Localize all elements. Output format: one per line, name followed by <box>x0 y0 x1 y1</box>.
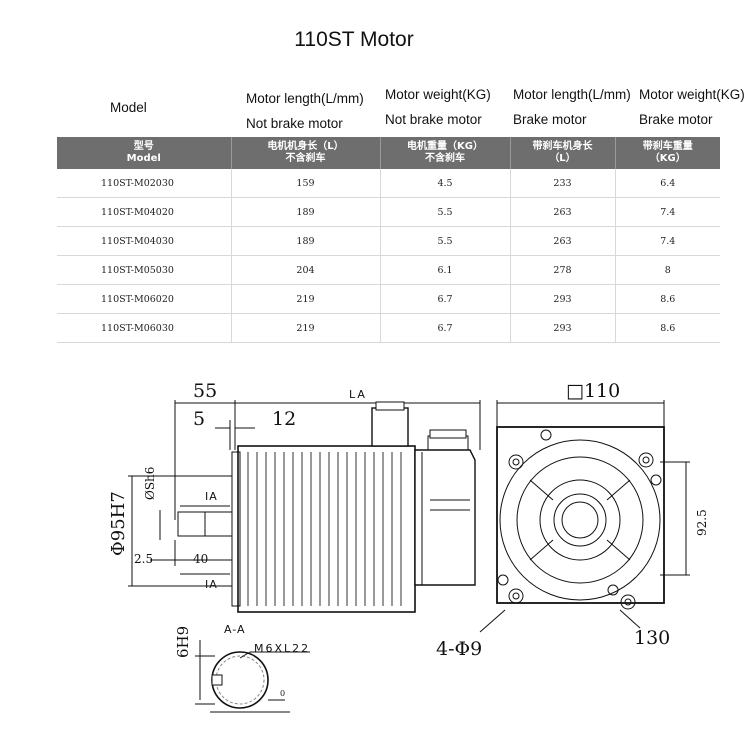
cell-model: 110ST-M04030 <box>57 226 232 256</box>
cell-model: 110ST-M04020 <box>57 197 232 227</box>
dim-6h9: 6H9 <box>174 626 192 658</box>
dim-ia-top: IA <box>205 490 218 503</box>
cell-model: 110ST-M06020 <box>57 284 232 314</box>
cell-length: 204 <box>231 255 381 285</box>
table-header-cell: 带刹车机身长（L） <box>510 137 616 169</box>
cell-brake-length: 293 <box>510 313 616 343</box>
header-model: Model <box>110 100 147 115</box>
table-header-cell: 电机机身长（L）不含刹车 <box>231 137 381 169</box>
header-col2-line1: Motor weight(KG) <box>385 87 491 102</box>
cell-weight: 4.5 <box>380 169 511 198</box>
cell-length: 219 <box>231 284 381 314</box>
dim-2-5: 2.5 <box>134 552 153 566</box>
dim-la: LA <box>349 388 367 401</box>
header-col4-line1: Motor weight(KG) <box>639 87 745 102</box>
dim-55: 55 <box>193 380 217 402</box>
cell-weight: 6.1 <box>380 255 511 285</box>
table-row: 110ST-M04030 189 5.5 263 7.4 <box>57 226 720 256</box>
dim-ia-bottom: IA <box>205 578 218 591</box>
header-col2-line2: Not brake motor <box>385 112 482 127</box>
table-row: 110ST-M05030 204 6.1 278 8 <box>57 255 720 285</box>
cell-weight: 6.7 <box>380 284 511 314</box>
cell-weight: 6.7 <box>380 313 511 343</box>
cell-weight: 5.5 <box>380 197 511 227</box>
cell-brake-length: 293 <box>510 284 616 314</box>
cell-weight: 5.5 <box>380 226 511 256</box>
motor-drawing: 55 5 12 LA □110 Φ95H7 ØSh6 IA IA 2.5 40 … <box>108 380 709 713</box>
cell-model: 110ST-M05030 <box>57 255 232 285</box>
cell-brake-length: 263 <box>510 197 616 227</box>
cell-brake-weight: 7.4 <box>615 197 720 227</box>
thread-label: M6XL22 <box>254 642 310 655</box>
header-col1-line1: Motor length(L/mm) <box>246 91 364 106</box>
dim-shaft: ØSh6 <box>143 467 157 500</box>
cell-brake-length: 278 <box>510 255 616 285</box>
dim-square-110: □110 <box>566 380 620 402</box>
cell-brake-weight: 7.4 <box>615 226 720 256</box>
cell-length: 219 <box>231 313 381 343</box>
dim-12: 12 <box>272 408 296 430</box>
cell-brake-weight: 8.6 <box>615 284 720 314</box>
dim-92-5: 92.5 <box>695 509 709 536</box>
cell-brake-weight: 8 <box>615 255 720 285</box>
page-title: 110ST Motor <box>294 28 414 51</box>
header-col3-line1: Motor length(L/mm) <box>513 87 631 102</box>
section-label: A-A <box>224 623 246 636</box>
dim-small: 0 <box>280 689 285 698</box>
dim-40: 40 <box>193 552 208 566</box>
dim-5: 5 <box>193 408 205 430</box>
cell-model: 110ST-M02030 <box>57 169 232 198</box>
table-row: 110ST-M04020 189 5.5 263 7.4 <box>57 197 720 227</box>
table-header-cell: 电机重量（KG）不含刹车 <box>380 137 511 169</box>
header-col4-line2: Brake motor <box>639 112 713 127</box>
cell-brake-length: 263 <box>510 226 616 256</box>
cell-length: 159 <box>231 169 381 198</box>
cell-brake-length: 233 <box>510 169 616 198</box>
cell-length: 189 <box>231 226 381 256</box>
table-row: 110ST-M06020 219 6.7 293 8.6 <box>57 284 720 314</box>
cell-brake-weight: 6.4 <box>615 169 720 198</box>
table-row: 110ST-M02030 159 4.5 233 6.4 <box>57 169 720 198</box>
table-row: 110ST-M06030 219 6.7 293 8.6 <box>57 313 720 343</box>
table-header-cell: 带刹车重量（KG） <box>615 137 720 169</box>
dim-holes: 4-Φ9 <box>436 638 482 660</box>
cell-model: 110ST-M06030 <box>57 313 232 343</box>
header-col1-line2: Not brake motor <box>246 116 343 131</box>
cell-length: 189 <box>231 197 381 227</box>
dim-phi95: Φ95H7 <box>108 491 129 556</box>
dim-130: 130 <box>634 627 670 649</box>
header-col3-line2: Brake motor <box>513 112 587 127</box>
cell-brake-weight: 8.6 <box>615 313 720 343</box>
